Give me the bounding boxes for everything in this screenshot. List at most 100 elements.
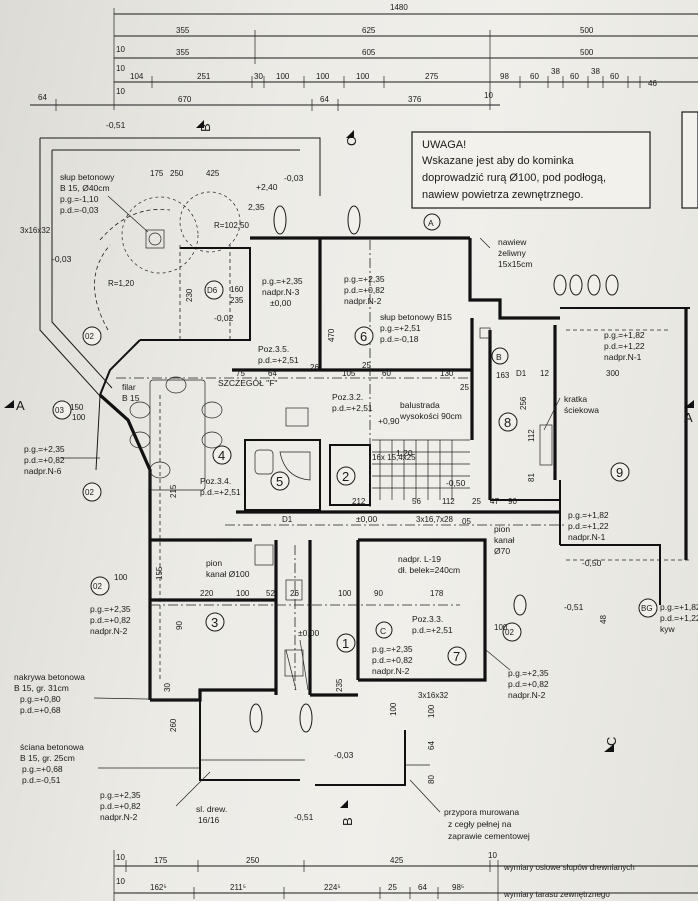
dim-label: 100 <box>276 72 290 81</box>
small-marks: 03 02 02 02 02 D6 BG D1 D1 05 3x16x32 3x… <box>20 120 658 822</box>
detail-label: SZCZEGÓŁ "F" <box>218 378 277 388</box>
level-text: Poz.3.5. <box>258 344 289 354</box>
dim-label: 235 <box>230 296 244 305</box>
dim-label: 10 <box>488 851 497 860</box>
mark-text: 02 <box>85 332 94 341</box>
dim-label: 100 <box>427 704 436 718</box>
callout-text: kanał Ø100 <box>206 569 250 579</box>
callout-text: p.d.=-0,03 <box>60 205 99 215</box>
dim-label: 211⁵ <box>230 883 246 892</box>
dim-label: 64 <box>268 369 277 378</box>
level-text: p.d.=+1,22 <box>568 521 609 531</box>
room-number: 6 <box>360 329 367 344</box>
dim-label: 90 <box>508 497 517 506</box>
callout-text: z cegły pełnej na <box>448 819 512 829</box>
level-text: p.d.=+1,22 <box>604 341 645 351</box>
mark-text: 03 <box>55 406 64 415</box>
callout-text: B 15, Ø40cm <box>60 183 110 193</box>
dim-label: 30 <box>163 683 172 692</box>
level-text: p.g.=+2,35 <box>344 274 385 284</box>
dim-label: 100 <box>338 589 352 598</box>
level-text: p.d.=+0,82 <box>90 615 131 625</box>
dim-label: 81 <box>527 473 536 482</box>
dim-label: 251 <box>197 72 211 81</box>
dim-label: 212 <box>352 497 366 506</box>
dim-label: 155 <box>155 566 164 580</box>
room-number: 5 <box>276 474 283 489</box>
bottom-dimension-chains: 10 175 250 425 10 wymiary osiowe słupów … <box>113 850 698 901</box>
dim-label: 90 <box>374 589 383 598</box>
dim-label: 64 <box>320 95 329 104</box>
dim-label: 425 <box>390 856 404 865</box>
callout-text: balustrada <box>400 400 440 410</box>
callout-text: p.g.=+0,80 <box>20 694 61 704</box>
dim-label: 130 <box>440 369 454 378</box>
dim-label: 10 <box>116 853 125 862</box>
dim-label: 162⁵ <box>150 883 167 892</box>
callout-text: dł. belek=240cm <box>398 565 460 575</box>
axis-label: A <box>428 218 434 228</box>
callout-text: p.d.=+0,68 <box>20 705 61 715</box>
level-text: p.g.=+1,82 <box>660 602 698 612</box>
dim-label: 260 <box>169 718 178 732</box>
callout-text: pion <box>206 558 222 568</box>
leader-lines <box>60 195 561 813</box>
dim-label: 25 <box>460 383 469 392</box>
callout-text: wysokości 90cm <box>399 411 462 421</box>
axis-markers: A B C <box>375 213 509 639</box>
mark-text: 16x 15,4x25 <box>372 453 416 462</box>
section-mark: A <box>684 410 693 425</box>
level-mark: 1,20 <box>396 448 413 458</box>
level-text: p.g.=+2,35 <box>90 604 131 614</box>
dim-label: 160 <box>230 285 244 294</box>
dim-caption: wymiary osiowe słupów drewnianych <box>503 863 635 872</box>
note-box: UWAGA! Wskazane jest aby do kominka dopr… <box>411 111 698 209</box>
section-mark: B <box>340 817 355 826</box>
level-text: Poz.3.2. <box>332 392 363 402</box>
dim-label: 60 <box>382 369 391 378</box>
mark-text: 3x16x32 <box>20 226 51 235</box>
beam-lines <box>116 240 690 690</box>
radius-label: R=1,20 <box>108 279 135 288</box>
mark-text: 02 <box>505 628 514 637</box>
dim-label: 112 <box>442 497 455 506</box>
dim-label: 10 <box>116 877 125 886</box>
dim-label: 48 <box>599 615 608 624</box>
walls <box>98 236 690 786</box>
dim-label: 25 <box>362 361 371 370</box>
level-text: p.d.=+2,51 <box>412 625 453 635</box>
level-text: p.g.=+2,35 <box>100 790 141 800</box>
dim-label: 80 <box>427 775 436 784</box>
callout-text: B 15, gr. 25cm <box>20 753 75 763</box>
dim-label: 500 <box>580 48 594 57</box>
dim-label: 250 <box>170 169 184 178</box>
dim-label: 12 <box>540 369 549 378</box>
dim-label: 100 <box>114 573 128 582</box>
dim-label: 376 <box>408 95 422 104</box>
callout-text: ściana betonowa <box>20 742 84 752</box>
callouts: słup betonowy B 15, Ø40cm p.g.=-1,10 p.d… <box>14 172 599 841</box>
radius-label: R=102,50 <box>214 221 249 230</box>
level-text: p.d.=+2,51 <box>200 487 241 497</box>
callout-text: zaprawie cementowej <box>448 831 530 841</box>
callout-text: 16/16 <box>198 815 220 825</box>
axis-label: C <box>380 626 386 636</box>
level-mark: +2,40 <box>256 182 278 192</box>
callout-text: sl. drew. <box>196 804 227 814</box>
dim-label: 100 <box>389 702 398 716</box>
dim-label: 355 <box>176 26 190 35</box>
dim-label: 26 <box>310 363 319 372</box>
dim-label: 163 <box>496 371 510 380</box>
level-mark: -0,02 <box>214 313 234 323</box>
room-number: 1 <box>342 636 349 651</box>
dim-label: 60 <box>530 72 539 81</box>
callout-text: żeliwny <box>498 248 527 258</box>
dim-label: 215 <box>169 484 178 498</box>
level-text: Poz.3.3. <box>412 614 443 624</box>
room-number: 4 <box>218 448 225 463</box>
level-mark: ±0,00 <box>356 514 377 524</box>
callout-text: słup betonowy B15 <box>380 312 452 322</box>
dim-label: 90 <box>175 621 184 630</box>
level-text: p.g.=+1,82 <box>604 330 645 340</box>
level-tags: p.g.=+2,35 p.d.=+0,82 nadpr.N-6 p.g.=+2,… <box>24 274 698 822</box>
